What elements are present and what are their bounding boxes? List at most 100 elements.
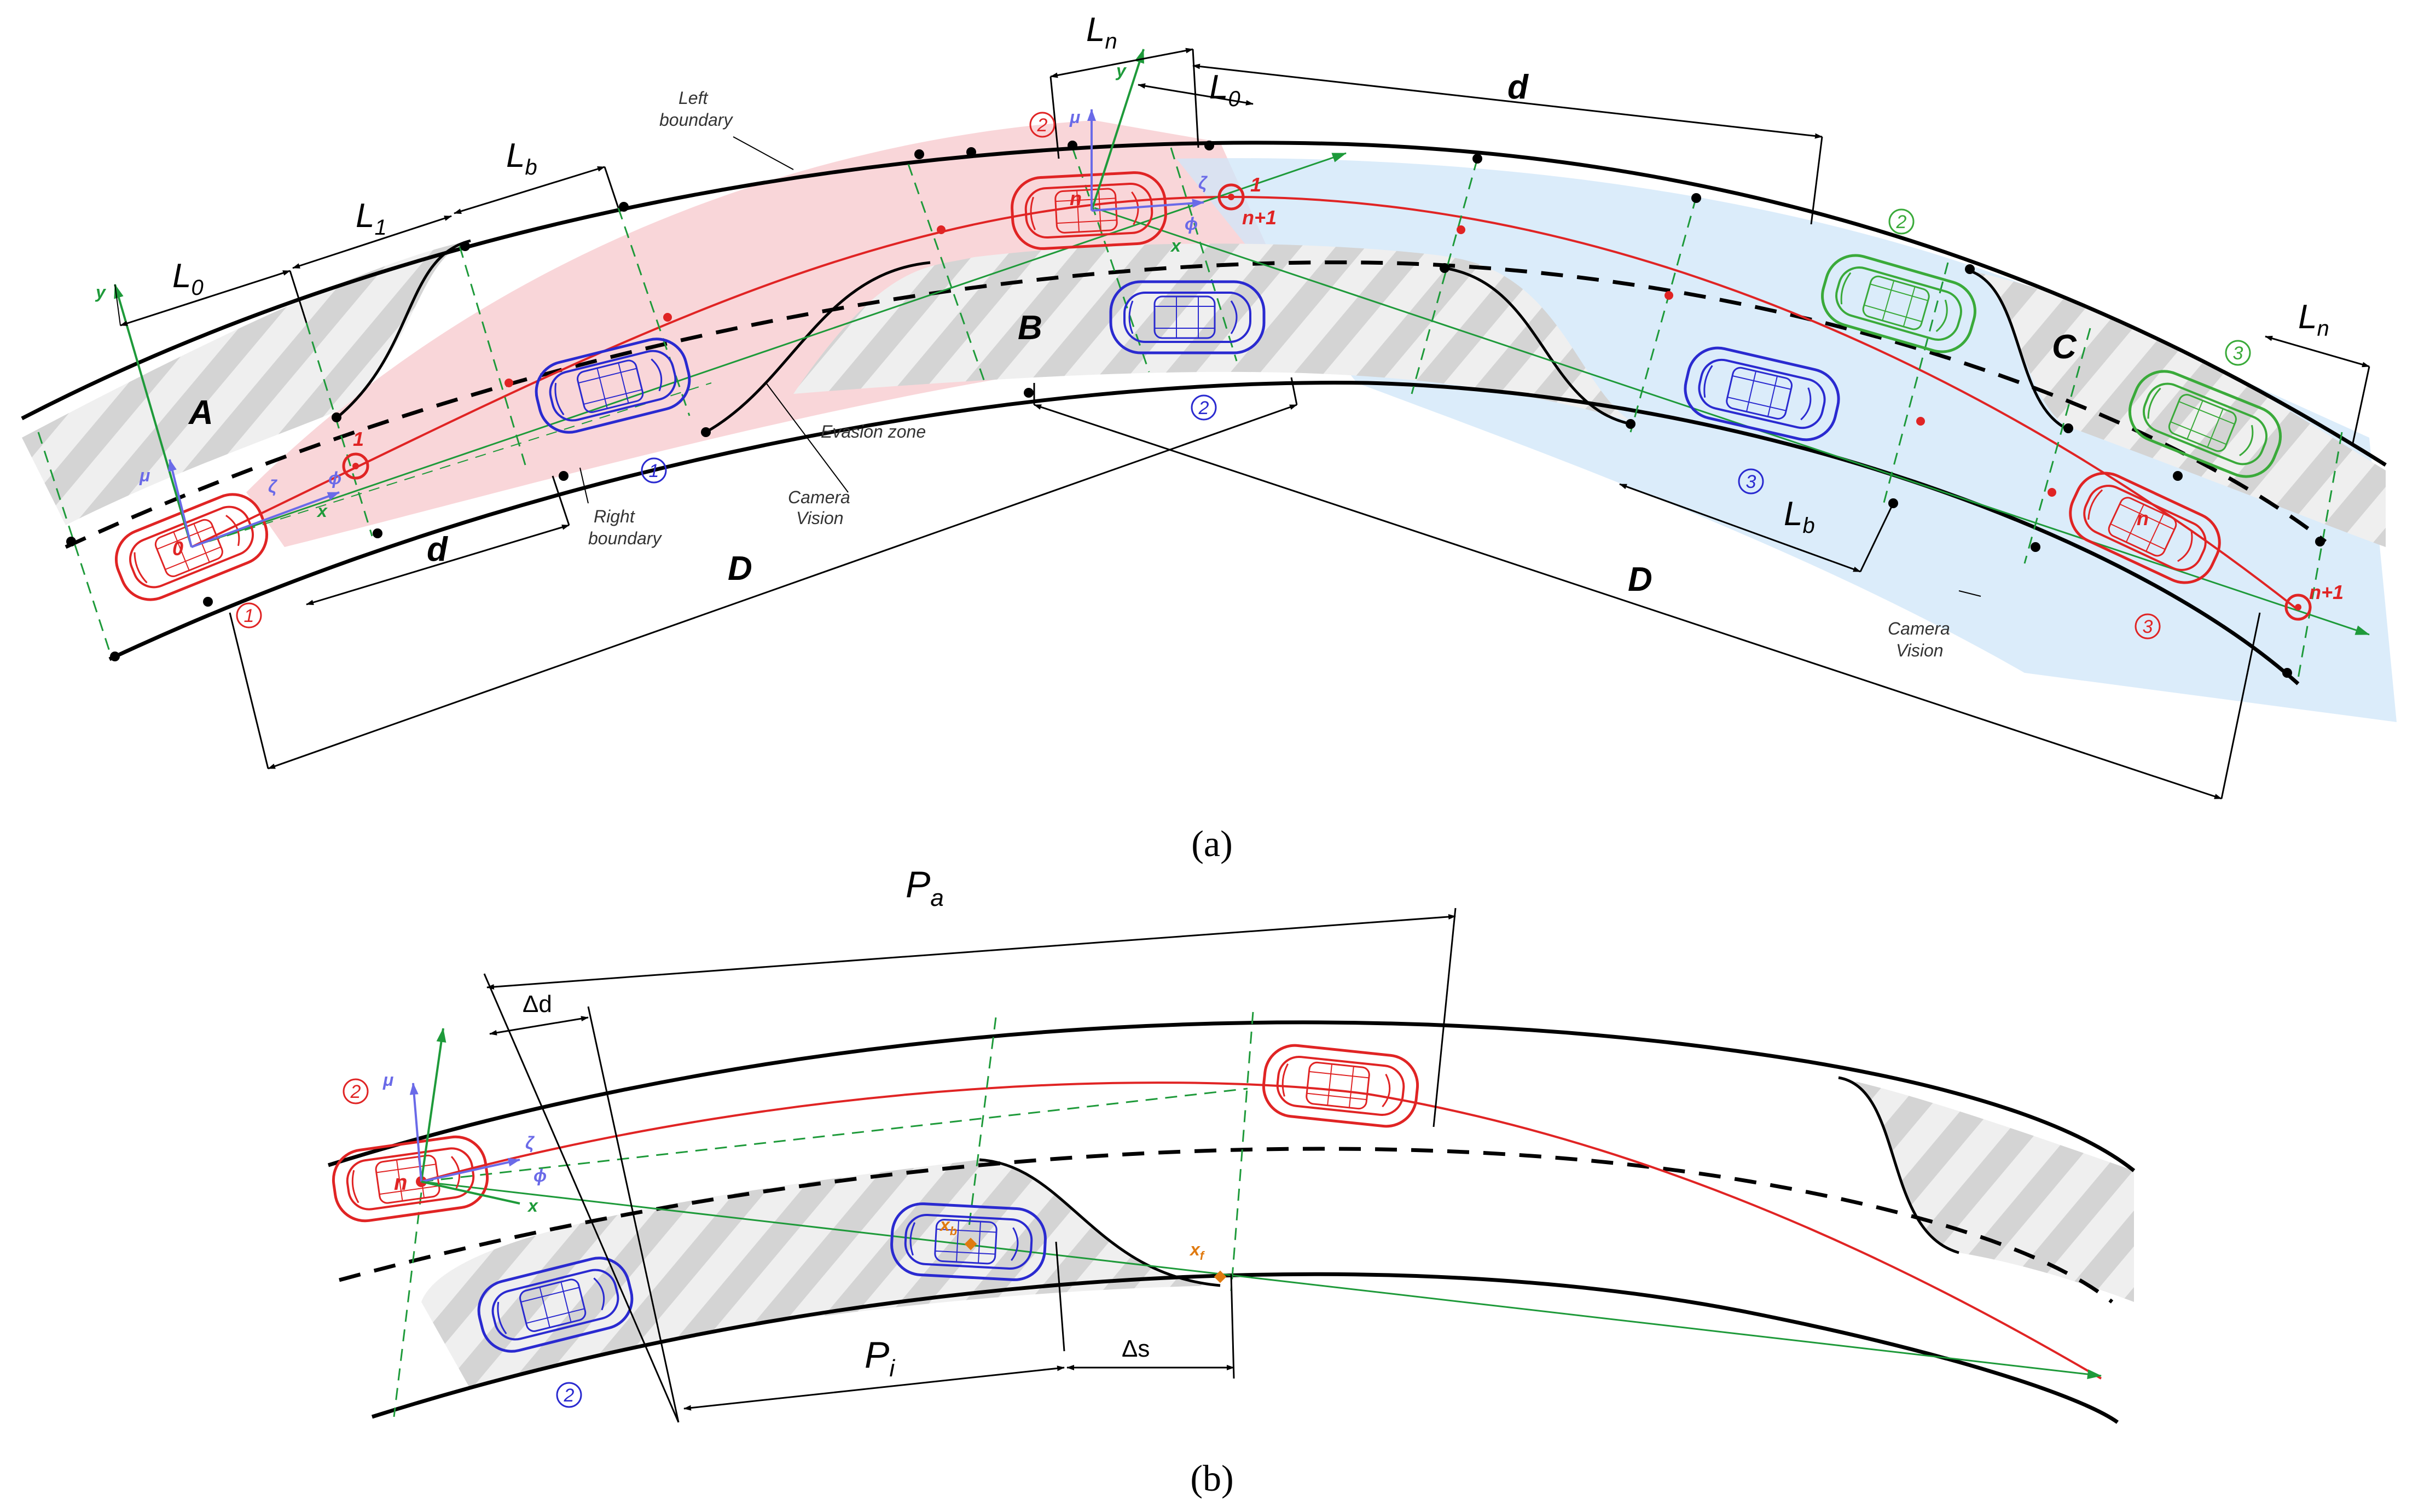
region-C: C — [2052, 328, 2077, 366]
dim-Ln: Ln — [1086, 11, 1117, 54]
point-n1-b: n+1 — [2309, 581, 2344, 603]
b-left-road-boundary — [327, 1020, 2136, 1172]
b-green-ray — [421, 1180, 2102, 1380]
svg-text:3: 3 — [2143, 617, 2153, 637]
dim-L0b: L0 — [1209, 68, 1240, 111]
axis-phi-start: ϕ — [328, 468, 341, 488]
svg-text:2: 2 — [564, 1385, 575, 1406]
circled-red-3: 3 — [2135, 613, 2161, 639]
b-section-lines — [393, 1011, 1254, 1417]
axis-zeta-start: ζ — [268, 476, 277, 496]
circled-green-2: 2 — [1888, 208, 1915, 235]
b-axis-mu: μ — [382, 1070, 393, 1090]
hatch-region-a — [22, 241, 471, 525]
axis-y-start: y — [95, 282, 107, 302]
b-ego-car — [329, 1133, 491, 1225]
axis-labels-a: y μ ζ x ϕ y μ ζ ϕ x — [95, 61, 1208, 521]
circled-green-3: 3 — [2225, 340, 2251, 366]
b-green-dashed-ray — [421, 1088, 1248, 1183]
caption-a: (a) — [1191, 823, 1232, 864]
axis-y-mid: y — [1115, 61, 1127, 80]
circled-blue-1: 1 — [641, 457, 667, 484]
b-axis-phi: ϕ — [533, 1166, 547, 1185]
dimension-arrows-a — [114, 48, 2370, 800]
svg-text:2: 2 — [1896, 212, 1907, 232]
note-camera-vision-2a: Camera — [1888, 619, 1950, 638]
dim-delta-s: Δs — [1122, 1335, 1150, 1362]
b-point-xb: xb — [939, 1215, 957, 1238]
circled-red-1: 1 — [236, 602, 262, 629]
dim-L0: L0 — [172, 257, 204, 300]
b-point-xf: xf — [1189, 1240, 1205, 1263]
target-point-n1 — [1217, 183, 1245, 211]
panel-a: L0 L1 Lb Ln L0 Lb Ln d d D D A B C Left … — [21, 11, 2397, 864]
dim-Pa: Pa — [906, 864, 944, 911]
svg-text:3: 3 — [2233, 343, 2243, 364]
point-1: 1 — [353, 428, 364, 450]
notes-a: Left boundary Right boundary Evasion zon… — [588, 88, 1950, 660]
panel-b: Pa Δd Pi Δs 2 2 n xb xf μ ζ ϕ x (b) — [327, 864, 2136, 1499]
point-1b: 1 — [1250, 173, 1261, 196]
svg-text:2: 2 — [1198, 398, 1209, 418]
b-center-dashed-line — [339, 1147, 2114, 1304]
axis-zeta-mid: ζ — [1198, 173, 1208, 193]
note-right-boundary-1: Right — [594, 507, 635, 526]
caption-b: (b) — [1190, 1457, 1233, 1499]
axis-mu-mid: μ — [1069, 107, 1080, 127]
target-point-n1-end — [2284, 594, 2312, 621]
region-B: B — [1018, 309, 1042, 347]
b-axis-labels: μ ζ ϕ x — [382, 1070, 547, 1216]
point-n: n — [1070, 187, 1082, 210]
b-circled-red-2: 2 — [343, 1078, 369, 1104]
center-dashed-line — [65, 260, 2327, 549]
circled-blue-3: 3 — [1738, 468, 1764, 495]
axis-x-mid: x — [1170, 236, 1181, 255]
note-right-boundary-2: boundary — [588, 528, 662, 548]
svg-text:2: 2 — [1037, 115, 1048, 136]
b-dimension-arrows — [483, 908, 1457, 1423]
dimension-labels-a: L0 L1 Lb Ln L0 Lb Ln d d D D — [172, 11, 2329, 598]
b-circled-blue-2: 2 — [556, 1382, 582, 1408]
point-labels-a: 0 1 n 1 n+1 n n+1 — [172, 173, 2344, 603]
b-axes — [409, 1028, 520, 1205]
axis-x-start: x — [316, 501, 328, 521]
axis-phi-mid: ϕ — [1185, 214, 1198, 234]
svg-text:3: 3 — [1746, 472, 1756, 492]
b-axis-zeta: ζ — [525, 1133, 535, 1153]
point-n1: n+1 — [1242, 206, 1277, 229]
hatch-region-b-right — [1839, 1078, 2134, 1302]
dim-Ln2: Ln — [2298, 298, 2329, 341]
b-orange-points — [964, 1237, 1227, 1283]
note-evasion-zone: Evasion zone — [821, 422, 926, 441]
dim-d1: d — [427, 531, 448, 568]
b-red-trajectory — [421, 1081, 2102, 1380]
note-camera-vision-2b: Vision — [1896, 641, 1944, 660]
b-evasion-curve-1 — [979, 1158, 1221, 1287]
dim-Pi: Pi — [865, 1334, 895, 1382]
b-axis-x: x — [527, 1196, 538, 1216]
dim-Lb: Lb — [506, 137, 537, 179]
hatch-region-b — [793, 243, 1631, 421]
note-left-boundary-2: boundary — [659, 110, 733, 130]
b-right-road-boundary — [371, 1272, 2119, 1424]
svg-text:1: 1 — [244, 606, 254, 626]
dim-D2: D — [1628, 561, 1652, 598]
circled-red-2: 2 — [1029, 112, 1055, 138]
point-n-b: n — [2137, 507, 2149, 530]
hatch-region-b-lower — [421, 1160, 1220, 1389]
dim-Lb2: Lb — [1784, 495, 1815, 538]
dim-delta-d: Δd — [523, 991, 552, 1017]
dim-d2: d — [1507, 68, 1529, 106]
dim-L1: L1 — [356, 197, 387, 240]
note-camera-vision-1a: Camera — [788, 487, 850, 507]
b-point-n: n — [394, 1171, 407, 1195]
circled-numbers-a: 1 2 3 1 2 3 2 3 — [236, 112, 2251, 639]
point-0: 0 — [172, 537, 183, 560]
region-A: A — [188, 394, 213, 432]
dim-D1: D — [728, 550, 752, 588]
svg-text:2: 2 — [350, 1081, 361, 1102]
svg-text:1: 1 — [649, 461, 659, 481]
axis-mu-start: μ — [139, 466, 150, 485]
region-letters: A B C — [188, 309, 2077, 432]
